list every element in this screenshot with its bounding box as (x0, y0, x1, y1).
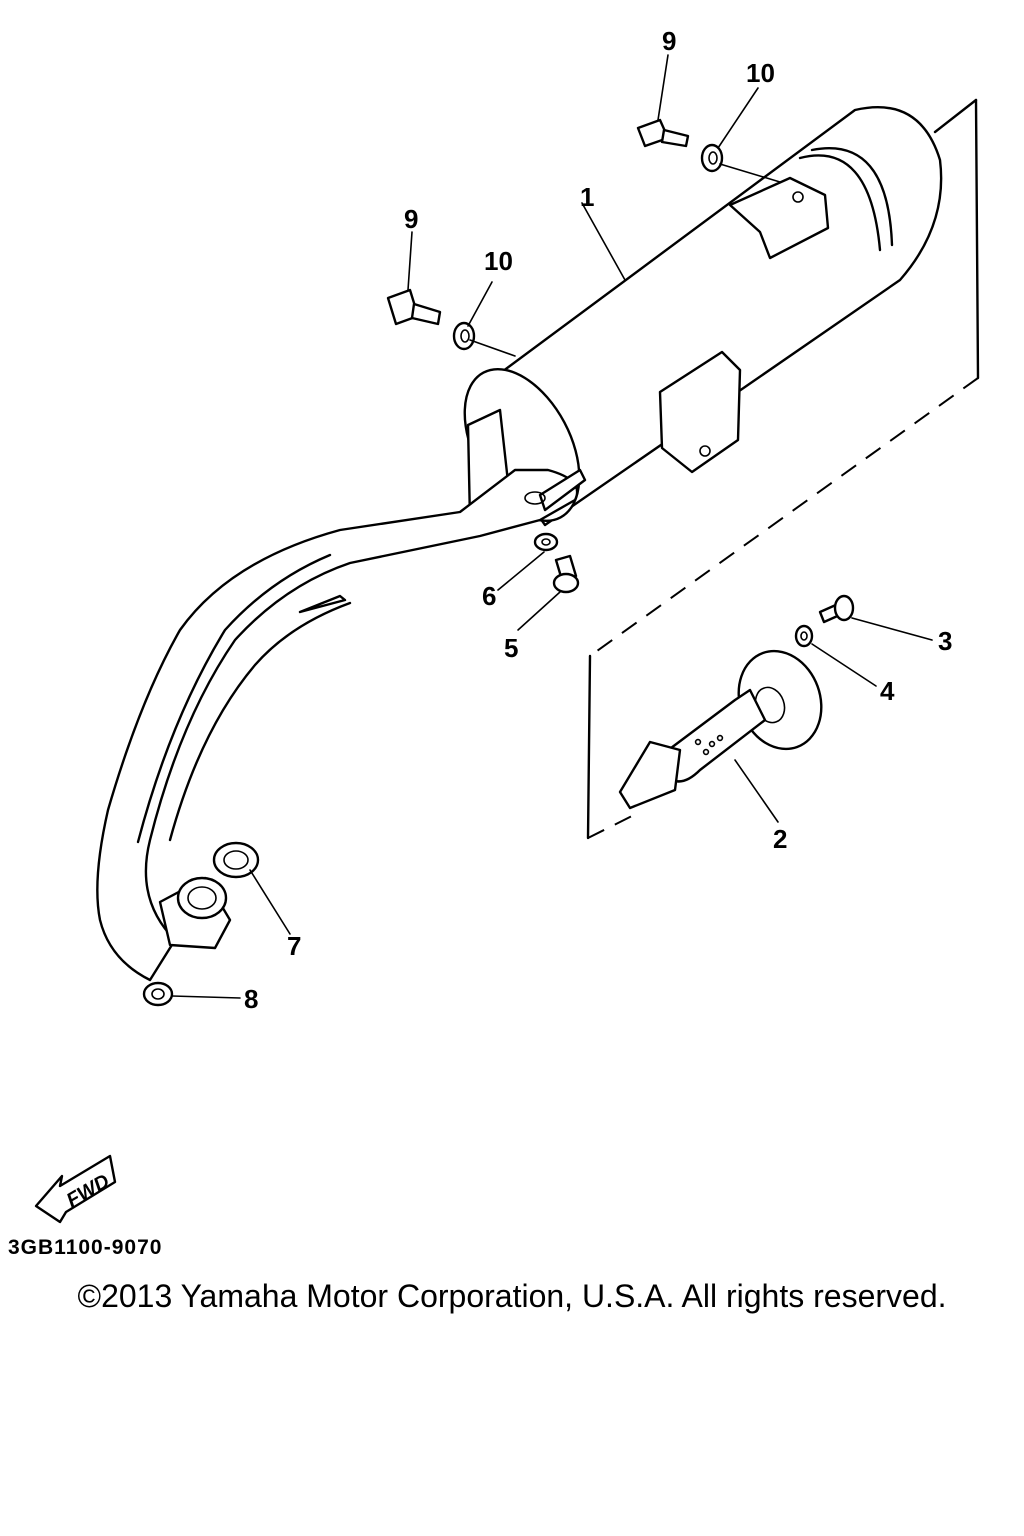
callout-5: 5 (504, 633, 518, 663)
washer-4 (794, 624, 814, 648)
spark-arrester (618, 649, 823, 810)
copyright-notice: ©2013 Yamaha Motor Corporation, U.S.A. A… (77, 1278, 947, 1314)
callout-1: 1 (580, 182, 594, 212)
washer-6 (533, 532, 559, 552)
washer-10-upper (700, 143, 724, 173)
callout-2: 2 (773, 824, 787, 854)
gasket-7 (212, 841, 260, 879)
bolt-9-upper (636, 118, 690, 148)
leader-lines (171, 54, 933, 999)
callout-7: 7 (287, 931, 301, 961)
callout-3: 3 (938, 626, 952, 656)
fwd-arrow-icon: FWD (34, 1154, 117, 1224)
callout-9-lower: 9 (404, 204, 418, 234)
callout-9-upper: 9 (662, 26, 676, 56)
exhaust-pipe (96, 468, 587, 982)
bolt-9-lower (386, 288, 442, 326)
callout-10-lower: 10 (484, 246, 513, 276)
washer-10-lower (452, 321, 476, 351)
diagram-code: 3GB1100-9070 (8, 1236, 163, 1259)
nut-8 (142, 981, 174, 1007)
callout-8: 8 (244, 984, 258, 1014)
muffler-body (463, 106, 943, 527)
bolt-5 (552, 554, 580, 594)
callout-10-upper: 10 (746, 58, 775, 88)
explode-frame (586, 98, 980, 840)
callout-4: 4 (880, 676, 895, 706)
screw-3 (818, 594, 855, 624)
exhaust-flange (158, 876, 232, 950)
callout-6: 6 (482, 581, 496, 611)
